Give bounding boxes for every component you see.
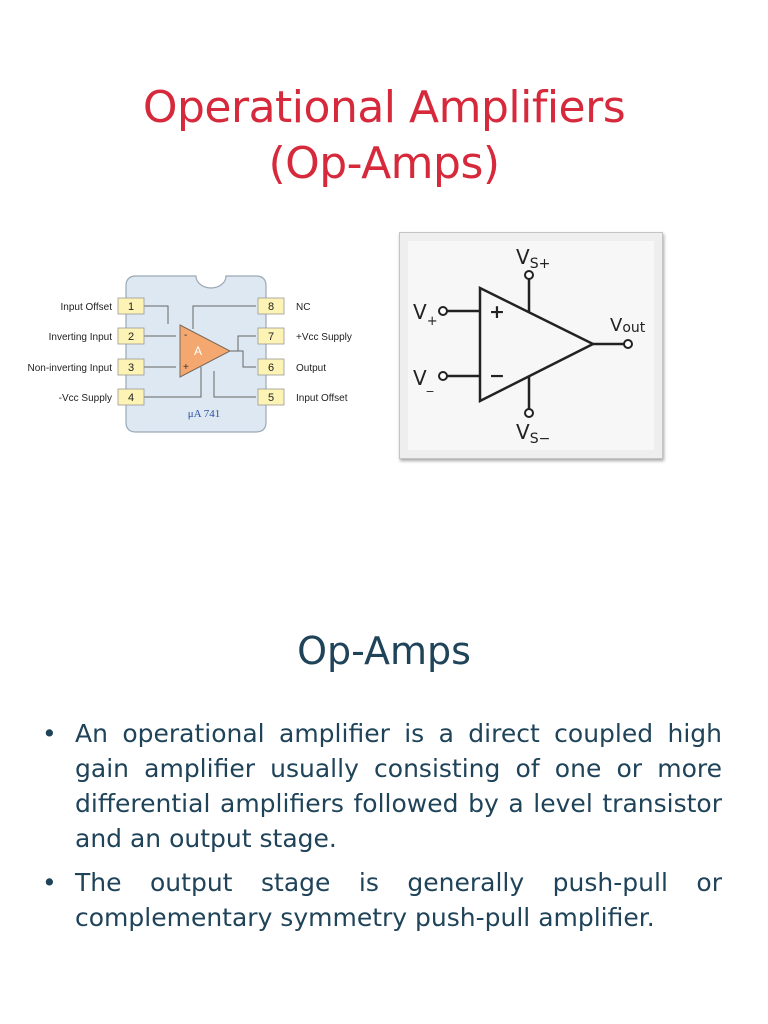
pin-3: 3 Non-inverting Input: [28, 358, 145, 376]
pin-label: Input Offset: [60, 302, 112, 313]
ua741-pinout-diagram: A - + μA 741 1 Input Offset 2 Inverting …: [28, 275, 352, 433]
part-name: μA 741: [188, 408, 220, 420]
pin-7: 7 +Vcc Supply: [257, 327, 352, 345]
slide1-title-line2: (Op-Amps): [268, 138, 500, 189]
label-vs-minus: VS−: [516, 420, 550, 447]
amp-label: A: [194, 344, 202, 358]
pin-6: 6 Output: [257, 358, 326, 376]
bullet-text: The output stage is generally push-pull …: [75, 868, 722, 932]
internal-wiring: [136, 305, 256, 398]
bullet-list: • An operational amplifier is a direct c…: [38, 716, 722, 944]
bullet-icon: •: [42, 868, 57, 897]
opamp-triangle-icon: [478, 285, 596, 404]
pin-5: 5 Input Offset: [257, 388, 348, 406]
bullet-item: • An operational amplifier is a direct c…: [38, 716, 722, 856]
bullet-text: An operational amplifier is a direct cou…: [75, 719, 722, 853]
label-vs-plus: VS+: [516, 245, 550, 272]
amplifier-triangle-icon: [179, 324, 232, 378]
pin-4: 4 -Vcc Supply: [59, 388, 145, 406]
left-pins: 1 Input Offset 2 Inverting Input 3 Non-i…: [28, 297, 145, 406]
terminal-v-minus: [438, 371, 448, 381]
pin-number: 8: [268, 301, 274, 313]
terminal-vout: [623, 339, 633, 349]
pin-label: NC: [296, 302, 310, 313]
pin-label: Input Offset: [296, 393, 348, 404]
amp-plus-sign: +: [183, 362, 189, 373]
pin-number: 3: [128, 362, 134, 374]
pin-label: -Vcc Supply: [59, 393, 112, 404]
pin-number: 6: [268, 362, 274, 374]
pin-number: 5: [268, 392, 274, 404]
pin-label: Output: [296, 363, 326, 374]
pin-label: +Vcc Supply: [296, 332, 352, 343]
pin-number: 4: [128, 392, 134, 404]
terminal-vs-plus: [524, 270, 534, 280]
pin-number: 2: [128, 331, 134, 343]
label-v-minus: V_: [413, 366, 434, 393]
terminal-vs-minus: [524, 408, 534, 418]
plus-sign: +: [489, 301, 505, 323]
pin-number: 1: [128, 301, 134, 313]
opamp-symbol-panel: + − V+ V_ VS+ VS− Vout: [399, 232, 663, 459]
pin-8: 8 NC: [257, 297, 310, 315]
right-pins: 8 NC 7 +Vcc Supply 6 Output 5 Input Offs…: [257, 297, 352, 406]
label-v-plus: V+: [413, 300, 438, 329]
pin-number: 7: [268, 331, 274, 343]
slide1-title: Operational Amplifiers (Op-Amps): [0, 80, 768, 192]
slide1-title-line1: Operational Amplifiers: [142, 82, 626, 133]
bullet-icon: •: [42, 719, 57, 748]
opamp-symbol-diagram: + − V+ V_ VS+ VS− Vout: [408, 241, 654, 450]
bullet-item: • The output stage is generally push-pul…: [38, 865, 722, 935]
pin-1: 1 Input Offset: [60, 297, 145, 315]
label-vout: Vout: [610, 315, 646, 336]
minus-sign: −: [489, 365, 505, 387]
slide2-title: Op-Amps: [297, 629, 471, 673]
pin-label: Non-inverting Input: [28, 363, 113, 374]
amp-minus-sign: -: [184, 330, 187, 341]
pin-label: Inverting Input: [49, 332, 113, 343]
terminal-v-plus: [438, 306, 448, 316]
pin-2: 2 Inverting Input: [49, 327, 145, 345]
